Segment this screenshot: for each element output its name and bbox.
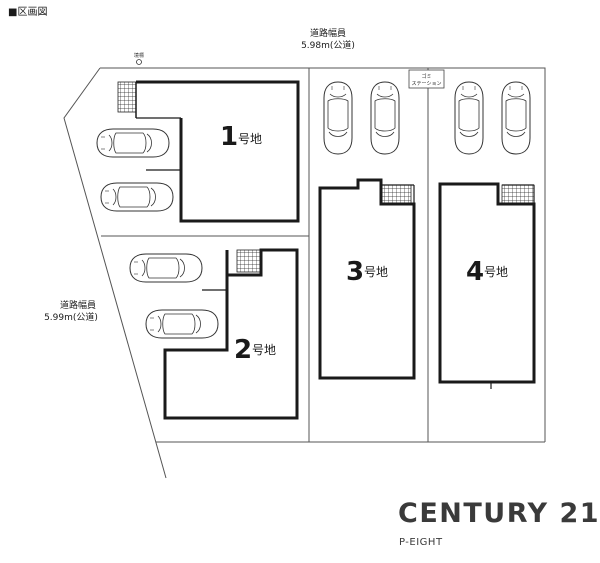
- boundary-marker-icon: [136, 59, 142, 65]
- lot-1-number: 1: [220, 122, 238, 152]
- lot-3-number: 3: [346, 257, 364, 287]
- parked-car-icon: [454, 81, 484, 155]
- lot-2: 2 号地: [129, 248, 299, 420]
- lot-1-hatched-area: [117, 81, 137, 113]
- lot-4-number: 4: [466, 257, 484, 287]
- lot-4-boundary: [438, 182, 536, 384]
- boundary-marker-label: 境標: [134, 52, 144, 59]
- lot-1-suffix: 号地: [238, 132, 262, 146]
- parked-car-icon: [129, 253, 203, 283]
- site-boundary: [63, 67, 546, 479]
- top-road-width: 5.98m(公道): [301, 39, 355, 51]
- top-road-name: 道路幅員: [310, 27, 346, 39]
- brand-subtitle: P-EIGHT: [399, 537, 443, 548]
- parked-car-icon: [323, 81, 353, 155]
- parked-car-icon: [370, 81, 400, 155]
- lot-3-suffix: 号地: [364, 265, 388, 279]
- lot-4-suffix: 号地: [484, 265, 508, 279]
- left-road-width: 5.99m(公道): [44, 311, 98, 323]
- lot-2-suffix: 号地: [252, 343, 276, 357]
- parked-car-icon: [100, 182, 174, 212]
- garbage-station-label: ゴミ: [421, 73, 431, 80]
- lot-2-number: 2: [234, 335, 252, 365]
- garbage-station: [408, 69, 445, 89]
- lot-2-hatched-area: [236, 249, 262, 273]
- parked-car-icon: [501, 81, 531, 155]
- lot-1-boundary: [136, 80, 300, 223]
- lot-3-hatched-area: [380, 184, 412, 205]
- lot-3-boundary: [318, 178, 416, 380]
- parked-car-icon: [145, 309, 219, 339]
- lot-4-hatched-area: [501, 184, 535, 205]
- parked-car-icon: [96, 128, 170, 158]
- left-road-name: 道路幅員: [60, 299, 96, 311]
- garbage-station-label-2: ステーション: [412, 81, 442, 87]
- plan-title: ■区画図: [8, 6, 47, 18]
- lot-4: 4 号地: [438, 81, 536, 389]
- lot-3: 3 号地: [318, 81, 416, 380]
- lot-1: 1 号地: [96, 80, 300, 223]
- lot-2-boundary: [163, 248, 299, 420]
- brand-logo: CENTURY 21: [398, 498, 600, 529]
- site-plan-drawing: ■区画図 道路幅員 5.98m(公道) 道路幅員 5.99m(公道) 境標 ゴミ…: [8, 6, 546, 479]
